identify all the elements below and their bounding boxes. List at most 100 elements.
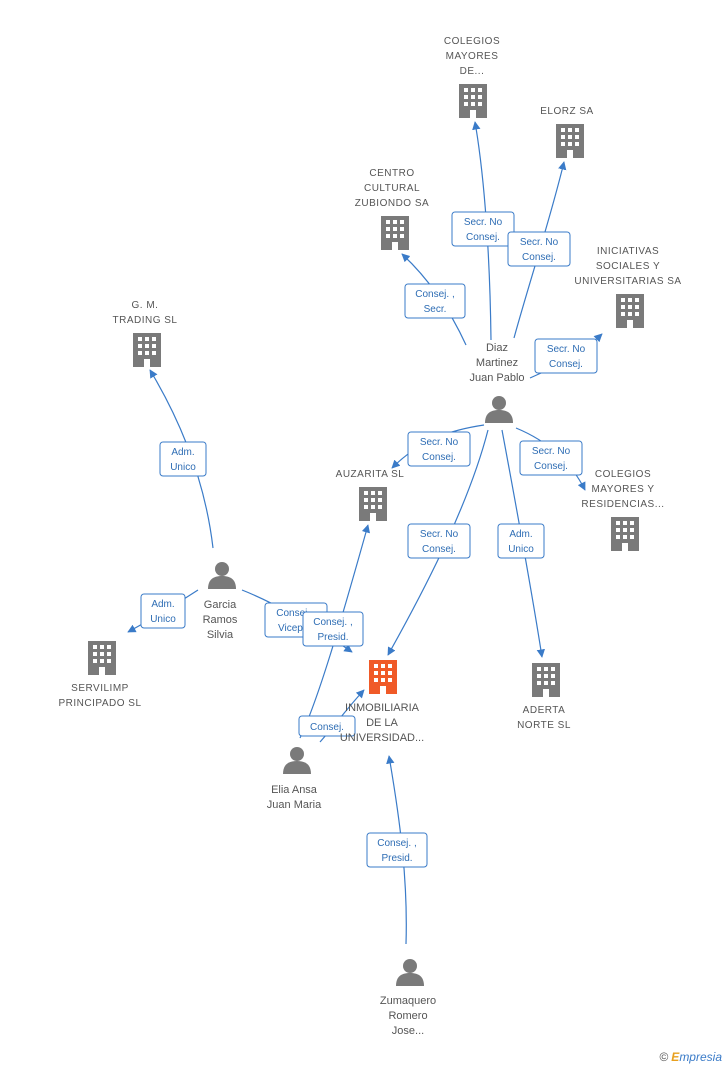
building-icon xyxy=(359,487,387,521)
edge-garcia-servilimp[interactable]: Adm. Unico xyxy=(127,589,199,633)
edge-label: Unico xyxy=(170,462,196,473)
person-icon xyxy=(208,562,236,589)
company-label: SERVILIMP xyxy=(71,683,129,694)
edge-label: Unico xyxy=(150,614,176,625)
company-label: UNIVERSIDAD... xyxy=(340,732,424,744)
company-gm-trading[interactable]: G. M. TRADING SL xyxy=(112,300,177,367)
building-icon xyxy=(616,294,644,328)
brand-watermark: ©Empresia xyxy=(659,1050,722,1064)
person-label: Garcia xyxy=(204,599,237,611)
edge-diaz-aderta[interactable]: Adm. Unico xyxy=(497,429,545,658)
edge-diaz-colegios-de[interactable]: Secr. No Consej. xyxy=(451,121,515,341)
edge-label: Secr. xyxy=(424,304,447,315)
company-label: DE LA xyxy=(366,717,398,729)
company-inmobiliaria[interactable]: INMOBILIARIA DE LA UNIVERSIDAD... xyxy=(340,660,424,744)
person-label: Ramos xyxy=(203,614,238,626)
company-label: CENTRO xyxy=(369,168,414,179)
edge-label: Consej. , xyxy=(415,289,454,300)
company-label: MAYORES xyxy=(446,51,499,62)
edge-diaz-elorz[interactable]: Secr. No Consej. xyxy=(507,161,571,339)
edge-label: Consej. xyxy=(310,722,344,733)
company-iniciativas[interactable]: INICIATIVAS SOCIALES Y UNIVERSITARIAS SA xyxy=(574,246,681,328)
edge-diaz-centro[interactable]: Consej. , Secr. xyxy=(401,253,467,346)
edge-label: Consej. , xyxy=(377,838,416,849)
company-label: ADERTA xyxy=(523,705,566,716)
person-icon xyxy=(396,959,424,986)
edge-label: Adm. xyxy=(171,447,194,458)
edge-label: Consej. xyxy=(422,544,456,555)
edge-label: Consej. xyxy=(522,252,556,263)
edge-label: Adm. xyxy=(509,529,532,540)
company-label: DE... xyxy=(460,66,485,77)
company-label: INMOBILIARIA xyxy=(345,702,420,714)
company-auzarita[interactable]: AUZARITA SL xyxy=(336,469,405,521)
edge-label: Secr. No xyxy=(420,437,459,448)
person-label: Martinez xyxy=(476,357,518,369)
edge-label: Secr. No xyxy=(532,446,571,457)
edge-label: Consej. xyxy=(422,452,456,463)
person-icon xyxy=(283,747,311,774)
person-zumaquero[interactable]: Zumaquero Romero Jose... xyxy=(380,959,436,1037)
company-servilimp[interactable]: SERVILIMP PRINCIPADO SL xyxy=(59,641,142,709)
edge-label: Consej. xyxy=(466,232,500,243)
building-icon xyxy=(532,663,560,697)
person-label: Jose... xyxy=(392,1025,424,1037)
person-label: Elia Ansa xyxy=(271,784,318,796)
edge-label: Consej. xyxy=(534,461,568,472)
edge-label: Presid. xyxy=(381,853,412,864)
company-colegios-mayores-de[interactable]: COLEGIOS MAYORES DE... xyxy=(444,36,500,118)
company-label: COLEGIOS xyxy=(595,469,651,480)
person-label: Diaz xyxy=(486,342,508,354)
company-label: CULTURAL xyxy=(364,183,420,194)
edge-label: Secr. No xyxy=(547,344,586,355)
edges: Secr. No Consej. Secr. No Consej. Consej… xyxy=(127,121,603,945)
company-label: UNIVERSITARIAS SA xyxy=(574,276,681,287)
company-label: G. M. xyxy=(132,300,159,311)
company-label: SOCIALES Y xyxy=(596,261,660,272)
edge-diaz-auzarita[interactable]: Secr. No Consej. xyxy=(391,424,485,469)
edge-label: Consej. , xyxy=(276,608,315,619)
edge-diaz-inmobiliaria[interactable]: Secr. No Consej. xyxy=(387,429,489,656)
edge-label: Unico xyxy=(508,544,534,555)
company-aderta[interactable]: ADERTA NORTE SL xyxy=(517,663,571,731)
person-nodes: Diaz Martinez Juan Pablo Garcia Ramos Si… xyxy=(203,342,525,1037)
edge-label: Consej. , xyxy=(313,617,352,628)
company-nodes: COLEGIOS MAYORES DE... ELORZ SA CENTRO C… xyxy=(59,36,682,744)
building-icon xyxy=(133,333,161,367)
person-label: Juan Maria xyxy=(267,799,322,811)
company-label: AUZARITA SL xyxy=(336,469,405,480)
edge-label: Secr. No xyxy=(420,529,459,540)
company-centro-cultural[interactable]: CENTRO CULTURAL ZUBIONDO SA xyxy=(355,168,429,250)
building-icon xyxy=(88,641,116,675)
edge-label: Secr. No xyxy=(520,237,559,248)
edge-elia-auzarita[interactable]: Consej. xyxy=(298,689,365,743)
building-icon xyxy=(556,124,584,158)
person-label: Zumaquero xyxy=(380,995,436,1007)
edge-garcia-gm[interactable]: Adm. Unico xyxy=(149,369,214,549)
company-elorz[interactable]: ELORZ SA xyxy=(540,106,593,158)
company-label: RESIDENCIAS... xyxy=(581,499,664,510)
brand-first-letter: E xyxy=(671,1050,680,1064)
edge-label: Secr. No xyxy=(464,217,503,228)
company-label: ELORZ SA xyxy=(540,106,593,117)
person-label: Juan Pablo xyxy=(469,372,524,384)
building-icon xyxy=(369,660,397,694)
person-label: Romero xyxy=(388,1010,427,1022)
person-garcia[interactable]: Garcia Ramos Silvia xyxy=(203,562,238,641)
company-label: NORTE SL xyxy=(517,720,571,731)
person-elia[interactable]: Elia Ansa Juan Maria xyxy=(267,747,322,811)
building-icon xyxy=(381,216,409,250)
edge-diaz-iniciativas[interactable]: Secr. No Consej. xyxy=(529,333,603,379)
edge-label: Adm. xyxy=(151,599,174,610)
company-label: INICIATIVAS xyxy=(597,246,659,257)
edge-zumaquero-inmobiliaria[interactable]: Consej. , Presid. xyxy=(366,755,428,945)
person-label: Silvia xyxy=(207,629,234,641)
edge-label: Presid. xyxy=(317,632,348,643)
edge-label: Consej. xyxy=(549,359,583,370)
person-diaz[interactable]: Diaz Martinez Juan Pablo xyxy=(469,342,525,423)
brand-name: mpresia xyxy=(679,1050,722,1064)
edge-diaz-residencias[interactable]: Secr. No Consej. xyxy=(515,427,586,491)
edge-label: Vicepr... xyxy=(278,623,314,634)
company-colegios-residencias[interactable]: COLEGIOS MAYORES Y RESIDENCIAS... xyxy=(581,469,664,551)
